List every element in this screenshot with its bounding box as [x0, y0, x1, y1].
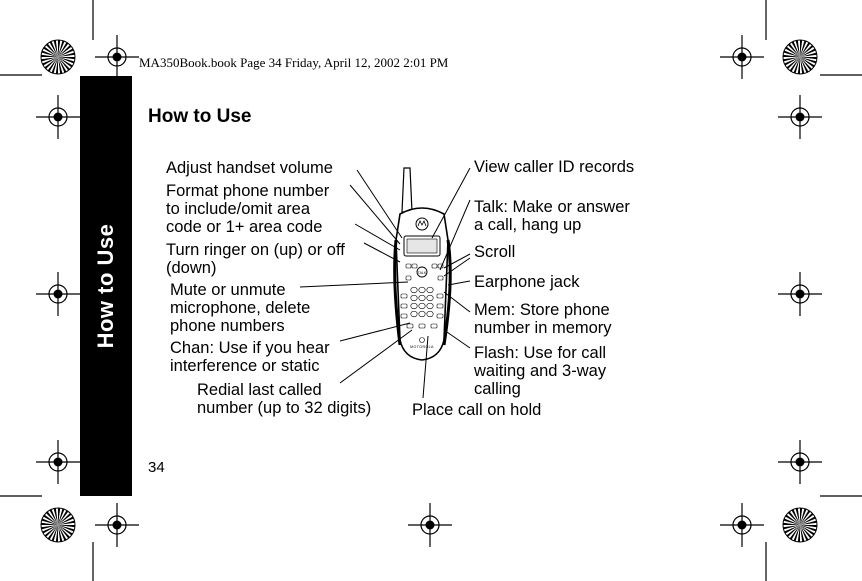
registration-crosshair [95, 35, 139, 79]
callout-redial: Redial last called number (up to 32 digi… [197, 381, 372, 417]
registration-crosshair [778, 440, 822, 484]
starburst-target [40, 507, 76, 543]
earpiece-logo [415, 217, 429, 231]
callout-leader-lines [299, 167, 471, 399]
registration-crosshair [36, 440, 80, 484]
callout-chan: Chan: Use if you hear interference or st… [170, 339, 330, 375]
page-number: 34 [148, 459, 165, 476]
callout-format-number: Format phone number to include/omit area… [166, 182, 330, 236]
starburst-target [782, 39, 818, 75]
registration-crosshair [778, 272, 822, 316]
starburst-target [40, 39, 76, 75]
side-tab: How to Use [80, 76, 132, 496]
registration-crosshair [720, 35, 764, 79]
callout-caller-id: View caller ID records [474, 158, 635, 176]
talk-button [416, 266, 428, 278]
talk-button-label: TALK [418, 271, 427, 275]
phone-antenna [401, 167, 413, 213]
registration-crosshair [36, 95, 80, 139]
keypad [400, 263, 444, 343]
callout-ringer: Turn ringer on (up) or off (down) [166, 241, 345, 277]
callout-scroll: Scroll [474, 243, 516, 261]
callout-earphone: Earphone jack [474, 273, 580, 291]
display-screen [403, 235, 441, 257]
registration-crosshair [408, 503, 452, 547]
callout-talk: Talk: Make or answer a call, hang up [474, 198, 630, 234]
callout-mem: Mem: Store phone number in memory [474, 301, 612, 337]
callout-flash: Flash: Use for call waiting and 3-way ca… [474, 344, 607, 398]
section-title: How to Use [148, 106, 252, 127]
file-info-header: MA350Book.book Page 34 Friday, April 12,… [139, 55, 449, 70]
phone-brand: MOTOROLA [410, 345, 434, 349]
callout-hold: Place call on hold [412, 401, 542, 419]
starburst-target [782, 507, 818, 543]
registration-crosshair [720, 503, 764, 547]
registration-crosshair [778, 95, 822, 139]
callout-adjust-volume: Adjust handset volume [166, 159, 333, 177]
registration-crosshair [36, 272, 80, 316]
registration-crosshair [95, 503, 139, 547]
callout-mute: Mute or unmute microphone, delete phone … [170, 281, 311, 335]
